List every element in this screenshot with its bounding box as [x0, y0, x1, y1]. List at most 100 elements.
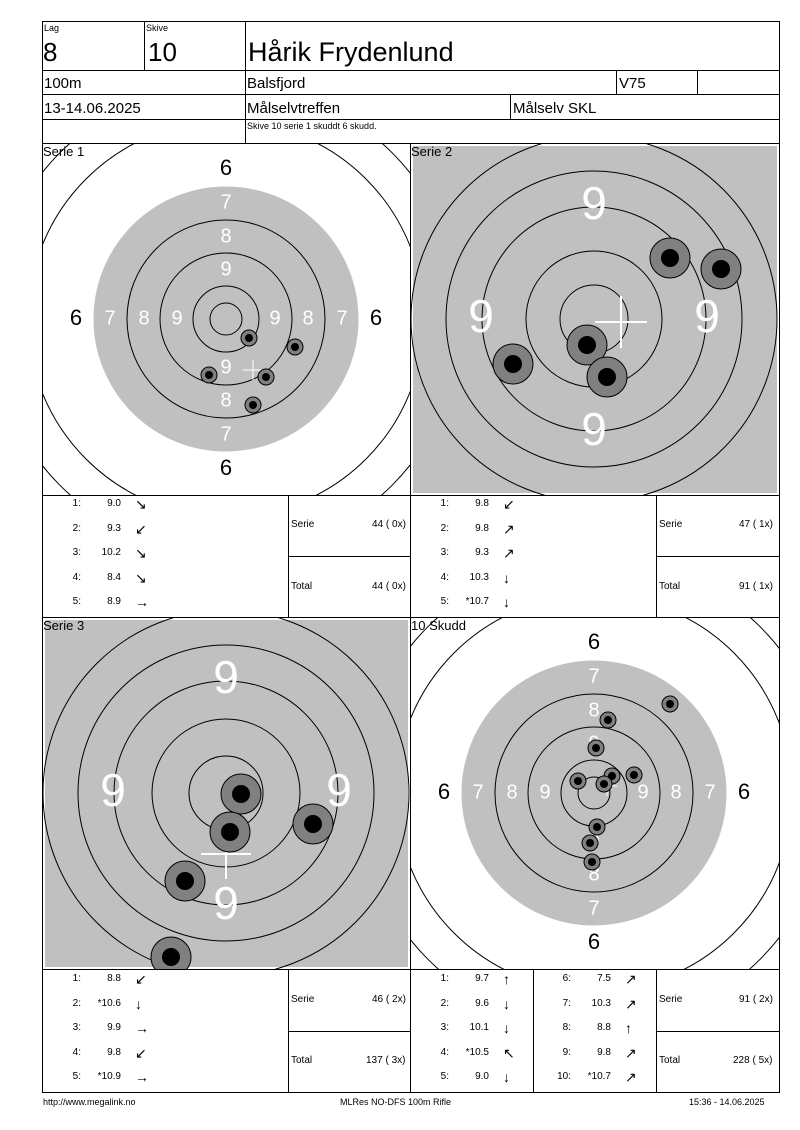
shot-direction-icon: →: [135, 594, 149, 610]
shot-number: 4:: [440, 1046, 449, 1058]
shot-row: 6: 7.5 ↗: [533, 971, 653, 987]
shot-value: *10.5: [465, 1046, 489, 1058]
shot-direction-icon: ↓: [503, 1020, 510, 1036]
shot-value: 7.5: [597, 973, 611, 984]
ring-number: 7: [588, 665, 599, 687]
shot-number: 3:: [440, 547, 449, 558]
shot-number: 9:: [562, 1046, 571, 1058]
shot-direction-icon: →: [135, 1020, 149, 1036]
event-date: 13-14.06.2025: [44, 100, 141, 117]
shot-direction-icon: →: [135, 1069, 149, 1085]
shot-value: 8.9: [107, 596, 121, 607]
ring-number: 9: [220, 258, 231, 280]
shot-value: 9.8: [597, 1046, 611, 1058]
ring-number: 8: [220, 389, 231, 411]
shot-value: *10.9: [97, 1071, 121, 1082]
ring-number: 6: [220, 455, 232, 480]
total-label: Total: [291, 581, 313, 592]
ring-number: 6: [738, 779, 750, 804]
shot-number: 2:: [440, 997, 449, 1009]
ring-number: 9: [213, 877, 239, 929]
shot-direction-icon: ↗: [625, 1069, 637, 1085]
shot-number: 2:: [440, 522, 449, 534]
ring-number: 8: [588, 863, 599, 885]
shot-value: 9.6: [475, 997, 489, 1009]
shot-row: 7: 10.3 ↗: [533, 995, 653, 1012]
ring-number: 9: [581, 177, 607, 229]
shot-row: 4:8.4↘: [43, 570, 163, 586]
ring-number: 9: [171, 307, 182, 329]
footer-url[interactable]: http://www.megalink.no: [43, 1097, 136, 1107]
shot-number: 10:: [557, 1071, 571, 1082]
shot-value: 9.9: [107, 1022, 121, 1033]
header-note: Skive 10 serie 1 skuddt 6 skudd.: [247, 121, 377, 131]
serie-value: 47 ( 1x): [739, 519, 773, 530]
shot-row: 5:9.0↓: [411, 1069, 531, 1085]
club-place: Balsfjord: [247, 75, 306, 92]
shot-value: 9.3: [475, 547, 489, 558]
ring-number: 6: [70, 305, 82, 330]
shot-number: 5:: [440, 1071, 449, 1082]
shot-direction-icon: ↗: [625, 971, 637, 987]
total-value: 137 ( 3x): [366, 1055, 406, 1066]
target-black-area: [413, 146, 777, 493]
shot-row: 4:*10.5↖: [411, 1045, 531, 1061]
shot-direction-icon: ↗: [503, 520, 515, 537]
total-value: 44 ( 0x): [372, 581, 406, 592]
lag-label: Lag: [44, 23, 60, 33]
shot-value: 9.7: [475, 973, 489, 984]
shot-number: 5:: [72, 596, 81, 607]
shot-value: 9.8: [107, 1046, 121, 1058]
shot-number: 3:: [72, 1022, 81, 1033]
shot-value: 10.1: [469, 1022, 489, 1033]
shot-row: 3: 9.3 ↗: [411, 545, 531, 561]
serie-label: Serie: [291, 994, 315, 1005]
shot-number: 6:: [562, 973, 571, 984]
shot-direction-icon: ↗: [625, 995, 637, 1012]
panel-label: Serie 3: [43, 618, 85, 633]
shot-number: 2:: [72, 997, 81, 1009]
shot-direction-icon: ↗: [503, 545, 515, 561]
ring-number: 8: [670, 781, 681, 803]
ring-number: 9: [220, 356, 231, 378]
shot-number: 3:: [440, 1022, 449, 1033]
shot-row: 2:9.6↓: [411, 996, 531, 1012]
shot-row: 4:9.8↙: [43, 1045, 163, 1061]
ring-number: 9: [581, 403, 607, 455]
ring-number: 9: [539, 781, 550, 803]
shot-number: 2:: [72, 522, 81, 534]
shot-row: 1:9.8↙: [411, 496, 531, 512]
footer-program: MLRes NO-DFS 100m Rifle: [340, 1097, 452, 1107]
ring-number: 6: [588, 629, 600, 654]
target-black-area: [461, 660, 727, 926]
total-label: Total: [659, 1055, 681, 1066]
shooter-class: V75: [619, 75, 646, 92]
ring-number: 8: [138, 307, 149, 329]
ring-number: 9: [269, 307, 280, 329]
shot-number: 7:: [562, 997, 571, 1009]
shot-direction-icon: ↓: [135, 995, 142, 1012]
shot-direction-icon: ↑: [503, 971, 510, 987]
shot-row: 5:*10.7↓: [411, 594, 531, 610]
shot-value: 9.8: [475, 522, 489, 534]
ring-number: 6: [588, 929, 600, 954]
shot-number: 8:: [562, 1022, 571, 1033]
shot-row: 9:9.8↗: [533, 1045, 653, 1061]
shot-direction-icon: ↙: [135, 520, 147, 537]
serie-value: 91 ( 2x): [739, 994, 773, 1005]
serie-value: 46 ( 2x): [372, 994, 406, 1005]
shot-row: 8:8.8↑: [533, 1020, 653, 1036]
shot-row: 3:10.2↘: [43, 545, 163, 561]
ring-number: 8: [220, 225, 231, 247]
ring-number: 7: [220, 423, 231, 445]
shot-value: 10.3: [591, 997, 611, 1009]
serie-label: Serie: [659, 519, 683, 530]
shot-row: 4:10.3↓: [411, 570, 531, 586]
